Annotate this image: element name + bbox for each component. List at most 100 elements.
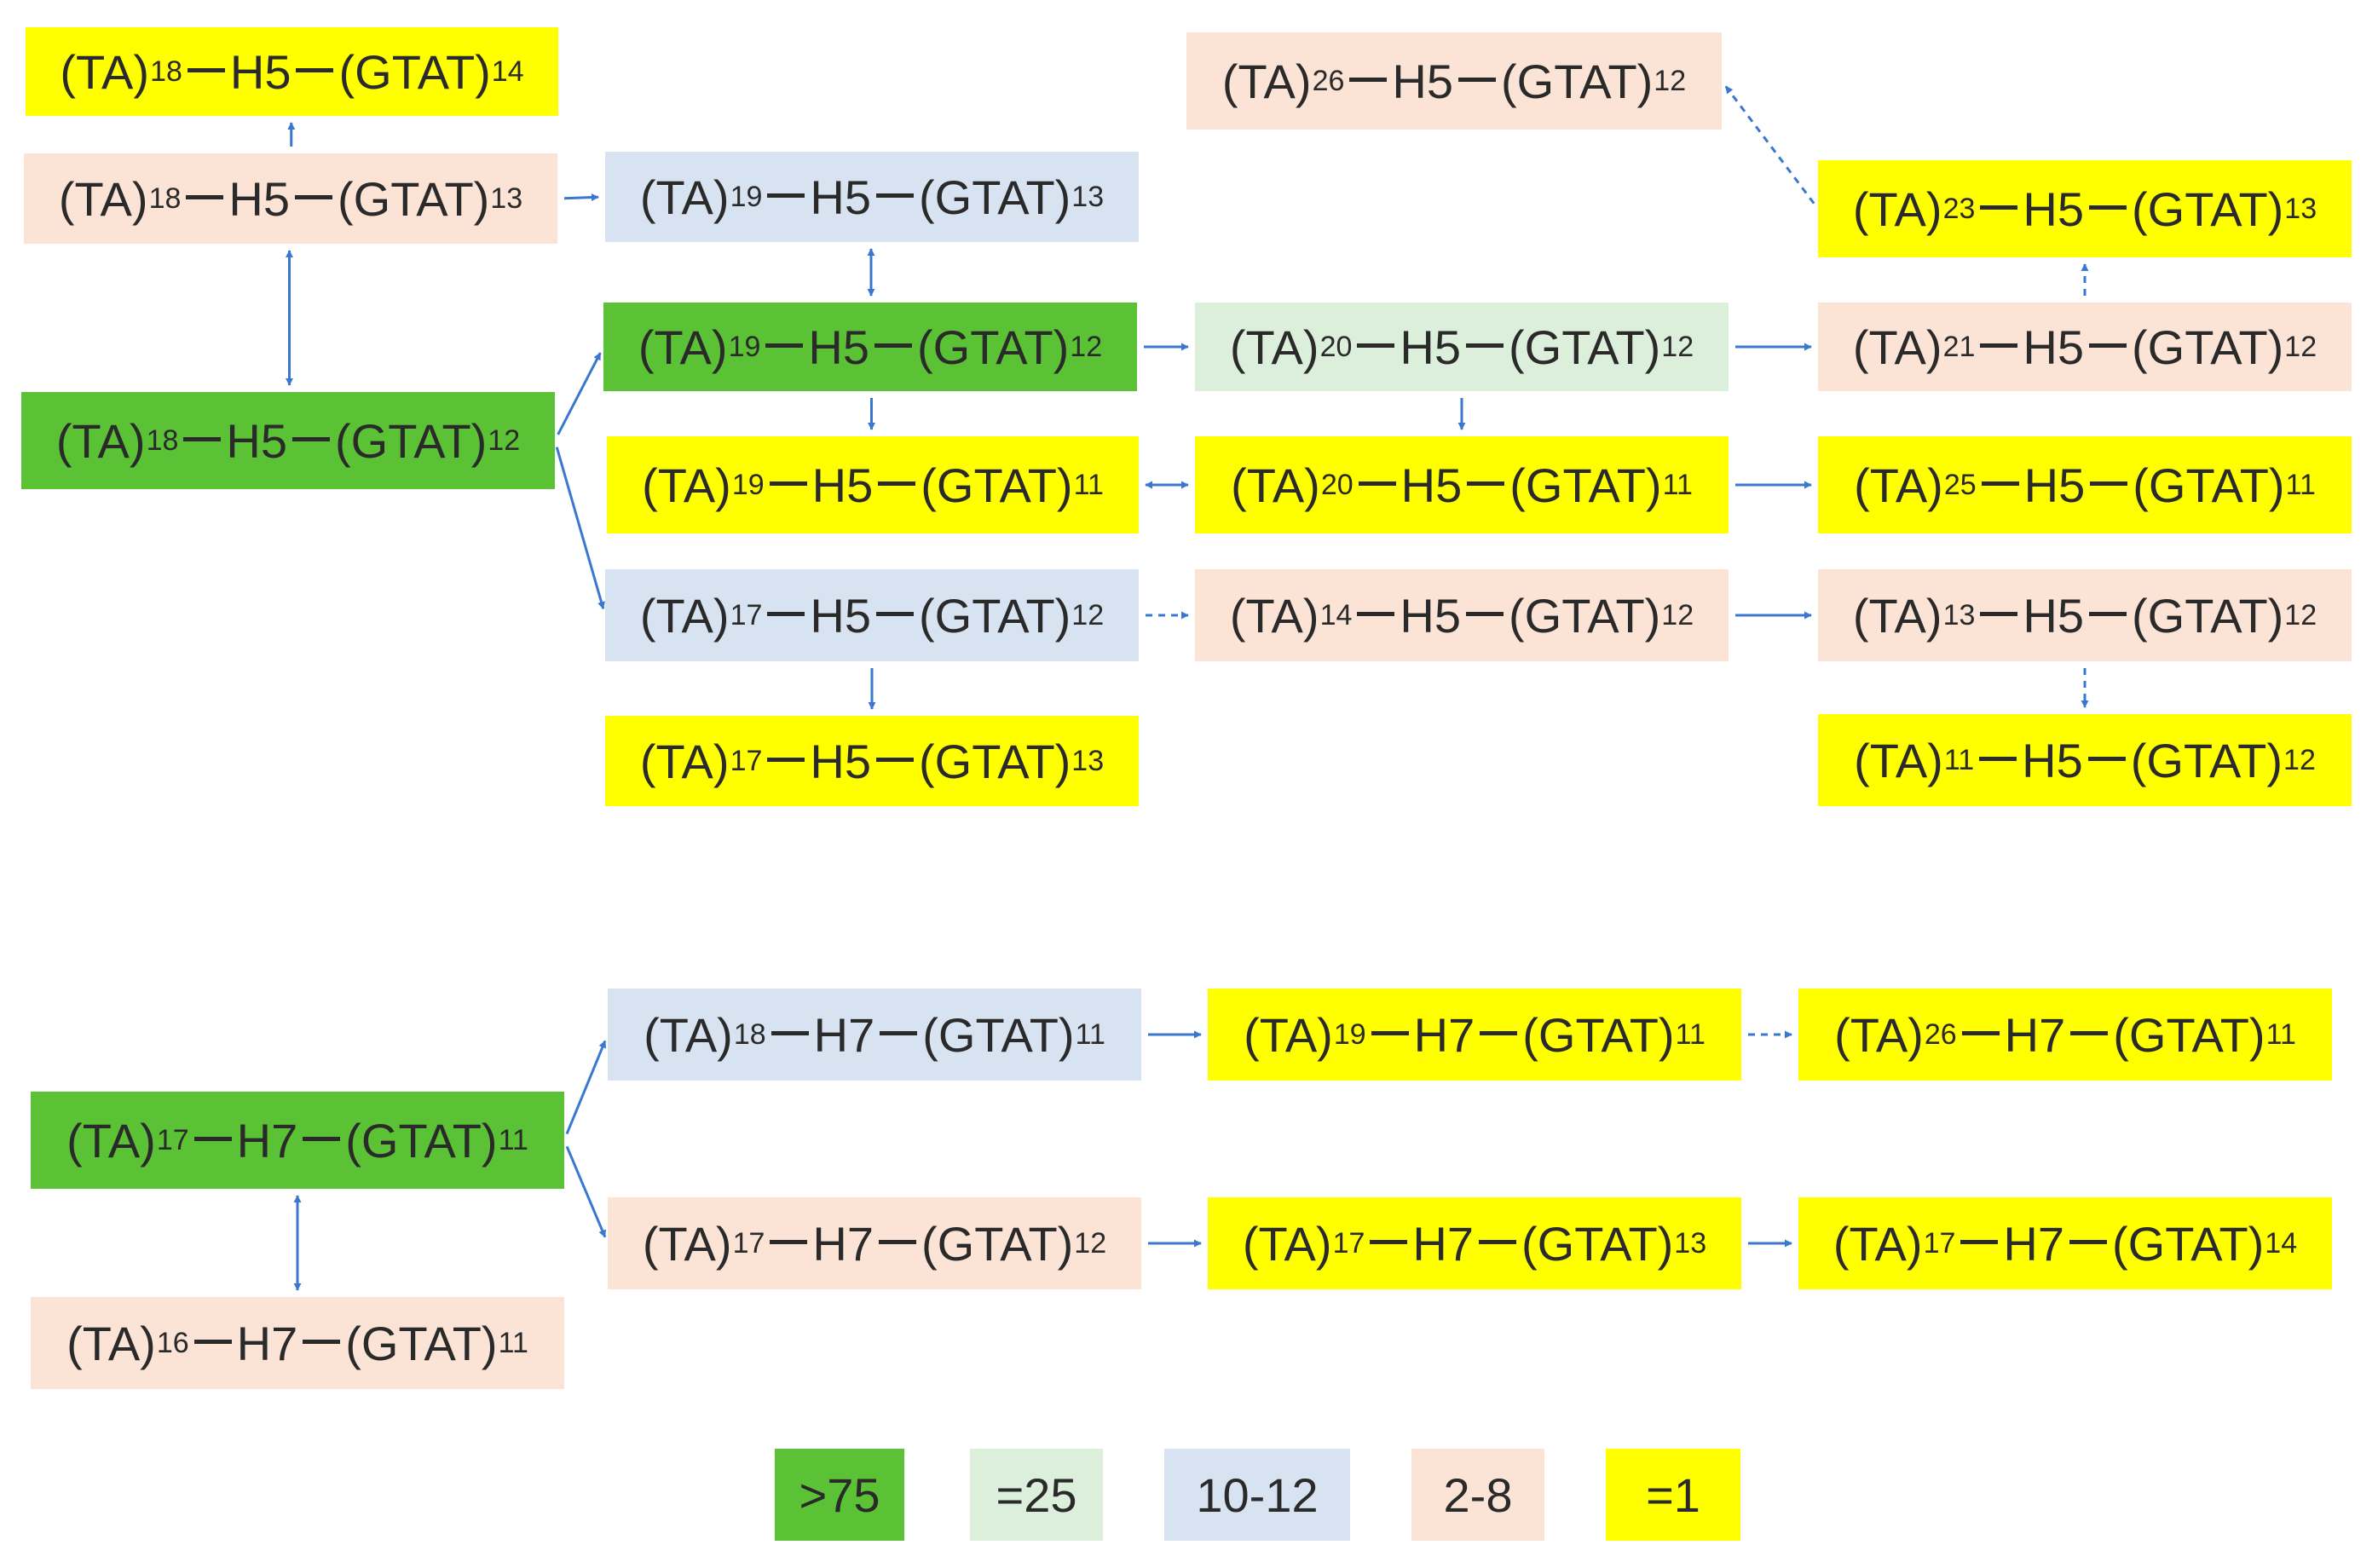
bond-dash — [2070, 1030, 2109, 1035]
h-label: H5 — [2023, 458, 2086, 512]
h-label: H5 — [229, 44, 291, 99]
bond-dash — [874, 343, 912, 348]
h-label: H5 — [808, 320, 869, 374]
gtat-open: (GTAT) — [1508, 320, 1661, 374]
gtat-open: (GTAT) — [918, 170, 1071, 224]
gtat-open: (GTAT) — [1508, 588, 1661, 643]
bond-dash — [1465, 343, 1504, 348]
bond-dash — [1371, 1030, 1409, 1035]
ta-open: (TA) — [642, 458, 731, 512]
bond-dash — [186, 194, 224, 199]
h-label: H5 — [226, 413, 287, 468]
gtat-open: (GTAT) — [2131, 588, 2284, 643]
gtat-open: (GTAT) — [2130, 733, 2283, 787]
bond-dash — [875, 611, 914, 616]
h-label: H5 — [810, 734, 871, 788]
legend-item-0: >75 — [775, 1449, 904, 1541]
ta-open: (TA) — [1852, 588, 1942, 643]
gtat-open: (GTAT) — [338, 44, 491, 99]
ta-open: (TA) — [60, 44, 150, 99]
h-label: H7 — [236, 1316, 298, 1370]
h-label: H7 — [1413, 1007, 1475, 1062]
h-label: H5 — [2023, 588, 2084, 643]
ta-open: (TA) — [55, 413, 146, 468]
h-label: H5 — [811, 458, 874, 512]
ta-open: (TA) — [66, 1113, 156, 1167]
ta-open: (TA) — [642, 1216, 732, 1271]
bond-dash — [1979, 756, 2017, 761]
edge-m1-m3 — [565, 1040, 607, 1135]
bond-dash — [875, 193, 914, 198]
edge-n13-n9 — [1724, 85, 1815, 205]
bond-dash — [2087, 756, 2126, 761]
edge-n3-n7 — [555, 447, 605, 610]
bond-dash — [1981, 481, 2019, 486]
gtat-open: (GTAT) — [1509, 458, 1662, 512]
gtat-open: (GTAT) — [2131, 320, 2284, 374]
bond-dash — [2069, 1239, 2107, 1244]
bond-dash — [2090, 481, 2128, 486]
gtat-open: (GTAT) — [918, 734, 1071, 788]
h-label: H5 — [2022, 733, 2083, 787]
bond-dash — [294, 194, 332, 199]
bond-dash — [193, 1339, 232, 1344]
ta-open: (TA) — [1244, 1007, 1333, 1062]
ta-open: (TA) — [1242, 1216, 1332, 1271]
gtat-open: (GTAT) — [916, 320, 1070, 374]
bond-dash — [303, 1339, 341, 1344]
legend-item-2: 10-12 — [1164, 1449, 1350, 1541]
bond-dash — [1980, 611, 2018, 616]
bond-dash — [1465, 611, 1504, 616]
h-label: H7 — [1412, 1216, 1474, 1271]
h-label: H5 — [1392, 54, 1453, 108]
bond-dash — [1370, 1239, 1408, 1244]
bond-dash — [2088, 611, 2127, 616]
gtat-open: (GTAT) — [345, 1113, 498, 1167]
bond-dash — [1358, 481, 1396, 486]
bond-dash — [875, 757, 914, 762]
bond-dash — [878, 1239, 916, 1244]
ta-open: (TA) — [1221, 54, 1312, 108]
gtat-open: (GTAT) — [2133, 458, 2285, 512]
bond-dash — [2088, 343, 2127, 348]
bond-dash — [1357, 343, 1395, 348]
bond-dash — [183, 436, 222, 441]
gtat-open: (GTAT) — [1500, 54, 1654, 108]
bond-dash — [1980, 343, 2018, 348]
bond-dash — [878, 481, 916, 486]
edge-n2-n4 — [563, 193, 599, 202]
bond-dash — [1478, 1239, 1516, 1244]
h-label: H5 — [1400, 588, 1461, 643]
legend-item-1: =25 — [970, 1449, 1103, 1541]
gtat-open: (GTAT) — [921, 458, 1073, 512]
edge-m1-m4 — [565, 1145, 607, 1238]
bond-dash — [771, 1030, 809, 1035]
bond-dash — [1980, 205, 2018, 210]
bond-dash — [296, 67, 334, 72]
bond-dash — [187, 67, 225, 72]
gtat-open: (GTAT) — [2111, 1216, 2265, 1271]
edge-n3-n5 — [557, 352, 602, 435]
h-label: H7 — [236, 1113, 298, 1167]
bond-dash — [1467, 481, 1505, 486]
bond-dash — [770, 1239, 808, 1244]
